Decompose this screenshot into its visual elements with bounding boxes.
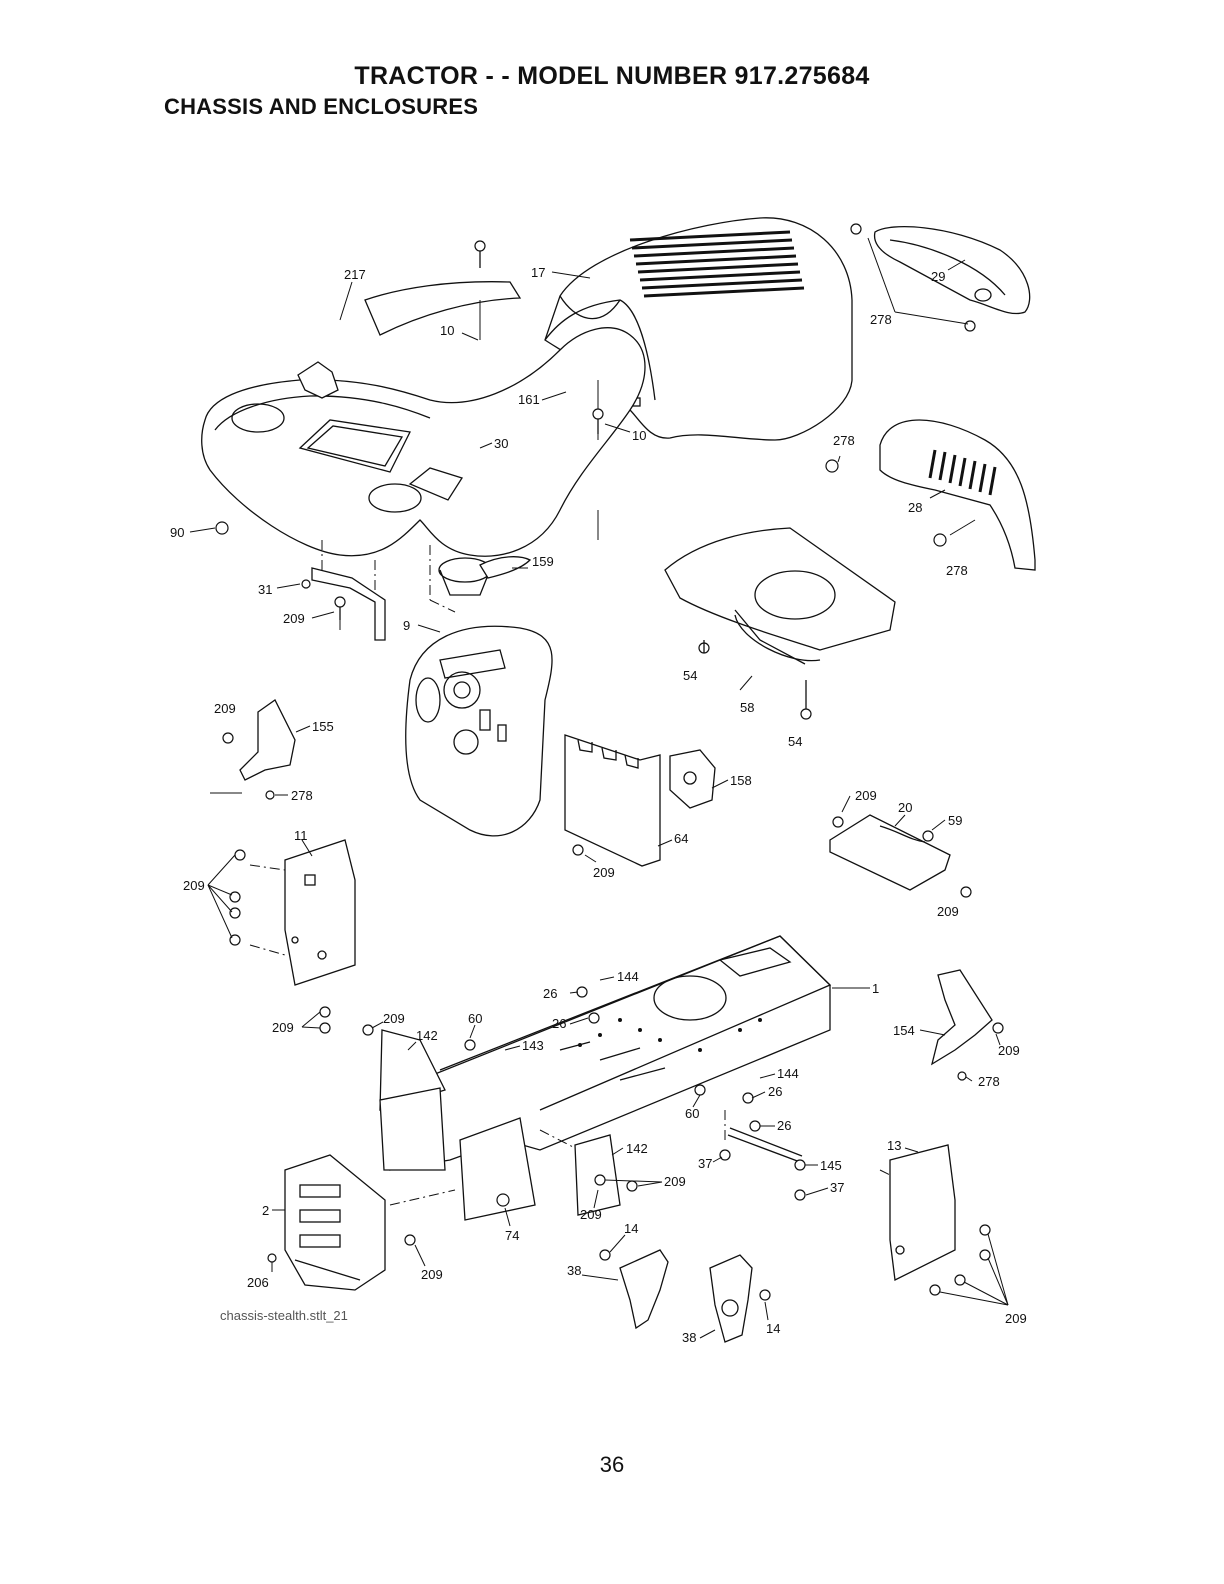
plate-part-20 <box>829 814 951 891</box>
label-14: 14 <box>624 1221 638 1236</box>
plate-part-142-left <box>379 1029 446 1171</box>
label-60: 60 <box>468 1011 482 1026</box>
label-59: 59 <box>948 813 962 828</box>
label-144: 144 <box>777 1066 799 1081</box>
label-209: 209 <box>593 865 615 880</box>
grille-part-28 <box>879 419 1036 571</box>
label-54: 54 <box>683 668 697 683</box>
plate-part-11 <box>284 839 356 986</box>
label-209: 209 <box>383 1011 405 1026</box>
label-37: 37 <box>698 1156 712 1171</box>
plate-part-13 <box>889 1144 956 1281</box>
label-217: 217 <box>344 267 366 282</box>
bracket-part-154 <box>930 969 993 1066</box>
label-145: 145 <box>820 1158 842 1173</box>
label-278: 278 <box>833 433 855 448</box>
frame-part-1 <box>389 935 832 1171</box>
label-209: 209 <box>664 1174 686 1189</box>
label-158: 158 <box>730 773 752 788</box>
label-209: 209 <box>1005 1311 1027 1326</box>
label-11: 11 <box>294 828 308 843</box>
plate-part-2 <box>284 1154 386 1291</box>
bracket-part-158 <box>669 749 716 809</box>
file-reference: chassis-stealth.stlt_21 <box>220 1308 348 1323</box>
bracket-part-155 <box>239 699 296 781</box>
label-37: 37 <box>830 1180 844 1195</box>
page-title: TRACTOR - - MODEL NUMBER 917.275684 <box>354 62 870 90</box>
label-209: 209 <box>855 788 877 803</box>
label-2: 2 <box>262 1203 269 1218</box>
label-29: 29 <box>931 269 945 284</box>
lever-part-217 <box>297 361 339 399</box>
label-209: 209 <box>580 1207 602 1222</box>
label-209: 209 <box>272 1020 294 1035</box>
label-142: 142 <box>416 1028 438 1043</box>
label-278: 278 <box>291 788 313 803</box>
label-159: 159 <box>532 554 554 569</box>
plate-part-64 <box>564 734 661 867</box>
label-155: 155 <box>312 719 334 734</box>
label-26: 26 <box>552 1016 566 1031</box>
section-title: CHASSIS AND ENCLOSURES <box>164 94 479 119</box>
label-64: 64 <box>674 831 688 846</box>
label-143: 143 <box>522 1038 544 1053</box>
label-209: 209 <box>214 701 236 716</box>
leader-lines <box>189 237 1009 1339</box>
label-54: 54 <box>788 734 802 749</box>
cup-part-159 <box>438 556 532 596</box>
label-74: 74 <box>505 1228 519 1243</box>
label-90: 90 <box>170 525 184 540</box>
label-209: 209 <box>998 1043 1020 1058</box>
label-20: 20 <box>898 800 912 815</box>
label-26: 26 <box>543 986 557 1001</box>
label-38: 38 <box>567 1263 581 1278</box>
label-142: 142 <box>626 1141 648 1156</box>
label-26: 26 <box>768 1084 782 1099</box>
assembly-lines <box>249 545 891 1206</box>
label-209: 209 <box>183 878 205 893</box>
label-10: 10 <box>632 428 646 443</box>
label-26: 26 <box>777 1118 791 1133</box>
label-13: 13 <box>887 1138 901 1153</box>
label-209: 209 <box>283 611 305 626</box>
label-161: 161 <box>518 392 540 407</box>
rod-part-145 <box>727 1127 803 1163</box>
seat-pan-part-58 <box>664 527 896 665</box>
label-154: 154 <box>893 1023 915 1038</box>
label-31: 31 <box>258 582 272 597</box>
label-9: 9 <box>403 618 410 633</box>
label-1: 1 <box>872 981 879 996</box>
dash-part-9 <box>405 625 553 837</box>
label-209: 209 <box>421 1267 443 1282</box>
grille-part-29 <box>873 226 1031 315</box>
label-278: 278 <box>946 563 968 578</box>
label-38: 38 <box>682 1330 696 1345</box>
label-278: 278 <box>870 312 892 327</box>
label-206: 206 <box>247 1275 269 1290</box>
label-17: 17 <box>531 265 545 280</box>
label-58: 58 <box>740 700 754 715</box>
label-278: 278 <box>978 1074 1000 1089</box>
hardware <box>215 223 1004 1301</box>
label-28: 28 <box>908 500 922 515</box>
label-144: 144 <box>617 969 639 984</box>
part-labels: 17 29 278 10 217 161 10 30 278 28 278 90… <box>170 265 1027 1345</box>
bracket-part-38-left <box>619 1249 669 1330</box>
label-209: 209 <box>937 904 959 919</box>
bracket-part-31 <box>311 540 386 641</box>
label-60: 60 <box>685 1106 699 1121</box>
label-30: 30 <box>494 436 508 451</box>
label-10: 10 <box>440 323 454 338</box>
label-14: 14 <box>766 1321 780 1336</box>
bracket-part-38-right <box>709 1254 753 1343</box>
page-number: 36 <box>599 1452 625 1477</box>
